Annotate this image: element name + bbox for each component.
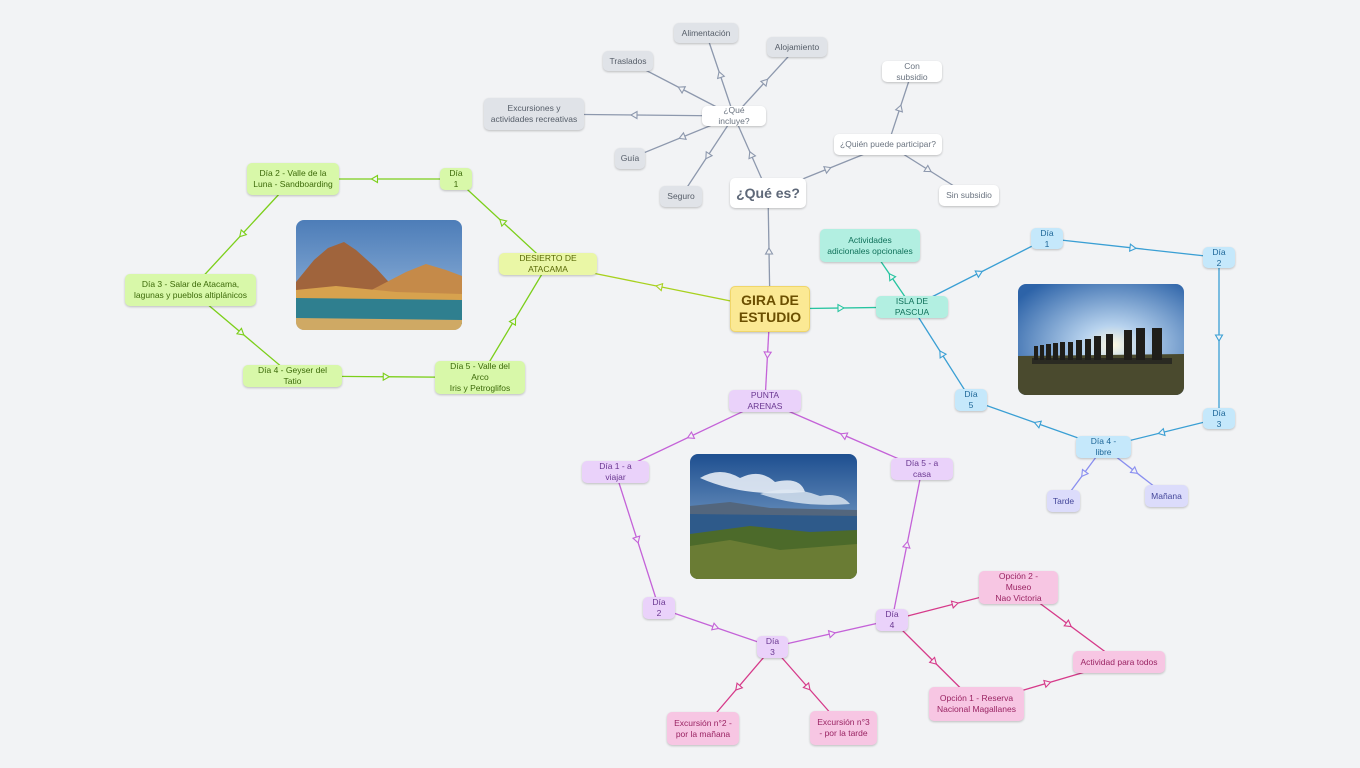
connector-arrow-easter-island-node-to-pascua-day-1 [974, 270, 984, 279]
include-transfers[interactable]: Traslados [603, 51, 653, 71]
connector-arrow-punta-day-5-to-punta-arenas-node [839, 432, 849, 441]
option-2-museum[interactable]: Opción 2 - Museo Nao Victoria [979, 571, 1058, 604]
punta-arenas-coast-photo [690, 454, 857, 579]
option-1-reserve[interactable]: Opción 1 - Reserva Nacional Magallanes [929, 687, 1024, 721]
pascua-day-4-free[interactable]: Día 4 - libre [1076, 436, 1131, 458]
optional-activities-node[interactable]: Actividades adicionales opcionales [820, 229, 920, 262]
easter-island-moai-photo [1018, 284, 1184, 395]
connector-arrow-who-participates-node-to-with-subsidy [894, 104, 904, 113]
connector-arrow-who-participates-node-to-without-subsidy [923, 164, 932, 173]
excursion-2-morning[interactable]: Excursión n°2 - por la mañana [667, 712, 739, 745]
atacama-day-1[interactable]: Día 1 [440, 168, 472, 190]
pascua-morning[interactable]: Mañana [1145, 485, 1188, 507]
connector-arrow-pascua-day-1-to-pascua-day-2 [1128, 243, 1138, 253]
pascua-day-1[interactable]: Día 1 [1031, 228, 1063, 249]
with-subsidy[interactable]: Con subsidio [882, 61, 942, 82]
connector-arrow-what-is-node-to-what-includes-node [748, 150, 757, 160]
connector-arrow-pascua-day-4-free-to-pascua-day-5 [1033, 420, 1043, 429]
atacama-day-4[interactable]: Día 4 - Geyser del Tatio [243, 365, 342, 387]
connector-arrow-punta-day-1-to-punta-day-2 [631, 535, 641, 544]
connector-arrow-pascua-day-4-free-to-pascua-afternoon [1081, 468, 1090, 478]
connector-arrow-what-includes-node-to-include-food [716, 70, 726, 80]
excursion-3-afternoon[interactable]: Excursión n°3 - por la tarde [810, 711, 877, 745]
pascua-day-2[interactable]: Día 2 [1203, 247, 1235, 268]
include-food[interactable]: Alimentación [674, 23, 738, 43]
punta-day-5[interactable]: Día 5 - a casa [891, 458, 953, 480]
connector-arrow-punta-day-2-to-punta-day-3 [710, 622, 720, 631]
connector-arrow-atacama-day-1-to-atacama-day-2 [370, 174, 379, 184]
include-excursions[interactable]: Excursiones y actividades recreativas [484, 98, 584, 130]
connector-arrow-atacama-day-3-to-atacama-day-4 [235, 327, 245, 336]
connector-arrow-what-includes-node-to-include-guide [678, 131, 687, 141]
punta-arenas-node[interactable]: PUNTA ARENAS [729, 390, 801, 412]
central-topic-gira-de-estudio[interactable]: GIRA DE ESTUDIO [730, 286, 810, 332]
connector-arrow-option-1-reserve-to-activity-for-all [1043, 679, 1052, 689]
connector-arrow-central-topic-gira-de-estudio-to-punta-arenas-node [763, 351, 773, 360]
include-insurance[interactable]: Seguro [660, 186, 702, 207]
connector-arrow-what-includes-node-to-include-excursions [629, 110, 638, 120]
connector-arrow-punta-day-4-to-option-1-reserve [928, 656, 938, 665]
atacama-desert-node[interactable]: DESIERTO DE ATACAMA [499, 253, 597, 275]
connector-arrow-atacama-day-2-to-atacama-day-3 [238, 228, 248, 238]
connector-arrow-what-includes-node-to-include-lodging [759, 78, 769, 88]
include-lodging[interactable]: Alojamiento [767, 37, 827, 57]
connector-arrow-what-is-node-to-who-participates-node [823, 165, 832, 175]
punta-day-1[interactable]: Día 1 - a viajar [582, 461, 649, 483]
punta-day-3[interactable]: Día 3 [757, 636, 788, 658]
connector-arrow-punta-day-3-to-excursion-2-morning [735, 682, 744, 691]
pascua-afternoon[interactable]: Tarde [1047, 490, 1080, 512]
what-includes-node[interactable]: ¿Qué incluye? [702, 105, 766, 126]
connector-arrow-pascua-day-3-to-pascua-day-4-free [1157, 427, 1166, 437]
connector-arrow-punta-day-4-to-option-2-museum [950, 600, 960, 609]
connector-arrow-punta-day-3-to-punta-day-4 [827, 629, 837, 639]
connector-arrow-pascua-day-5-to-easter-island-node [939, 350, 948, 359]
connector-arrow-pascua-day-2-to-pascua-day-3 [1214, 334, 1224, 343]
punta-day-4[interactable]: Día 4 [876, 609, 908, 631]
what-is-node[interactable]: ¿Qué es? [730, 178, 806, 208]
without-subsidy[interactable]: Sin subsidio [939, 185, 999, 206]
connector-arrow-central-topic-gira-de-estudio-to-easter-island-node [837, 303, 846, 313]
connector-arrow-what-includes-node-to-include-transfers [677, 86, 687, 95]
activity-for-all[interactable]: Actividad para todos [1073, 651, 1165, 673]
connector-arrow-atacama-day-5-to-atacama-desert-node [508, 317, 517, 327]
pascua-day-3[interactable]: Día 3 [1203, 408, 1235, 429]
pascua-day-5[interactable]: Día 5 [955, 389, 987, 411]
connector-arrow-easter-island-node-to-optional-activities-node [888, 272, 897, 282]
connector-arrow-atacama-day-4-to-atacama-day-5 [382, 372, 391, 382]
connector-arrow-atacama-desert-node-to-atacama-day-1 [498, 218, 508, 228]
punta-day-2[interactable]: Día 2 [643, 597, 675, 619]
atacama-lagoon-photo [296, 220, 462, 330]
atacama-day-3[interactable]: Día 3 - Salar de Atacama, lagunas y pueb… [125, 274, 256, 306]
connector-arrow-option-2-museum-to-activity-for-all [1063, 619, 1073, 628]
connector-arrow-pascua-day-4-free-to-pascua-morning [1129, 465, 1139, 475]
connector-arrow-central-topic-gira-de-estudio-to-what-is-node [764, 246, 774, 255]
connector-arrow-punta-day-3-to-excursion-3-afternoon [802, 681, 811, 691]
connector-arrow-central-topic-gira-de-estudio-to-atacama-desert-node [654, 282, 664, 292]
connector-arrow-punta-arenas-node-to-punta-day-1 [686, 430, 696, 440]
include-guide[interactable]: Guía [615, 148, 645, 169]
connector-arrow-punta-day-4-to-punta-day-5 [901, 540, 911, 549]
who-participates-node[interactable]: ¿Quién puede participar? [834, 134, 942, 155]
atacama-day-5[interactable]: Día 5 - Valle del Arco Iris y Petroglifo… [435, 361, 525, 394]
atacama-day-2[interactable]: Día 2 - Valle de la Luna - Sandboarding [247, 163, 339, 195]
easter-island-node[interactable]: ISLA DE PASCUA [876, 296, 948, 318]
connector-arrow-what-includes-node-to-include-insurance [705, 150, 714, 160]
